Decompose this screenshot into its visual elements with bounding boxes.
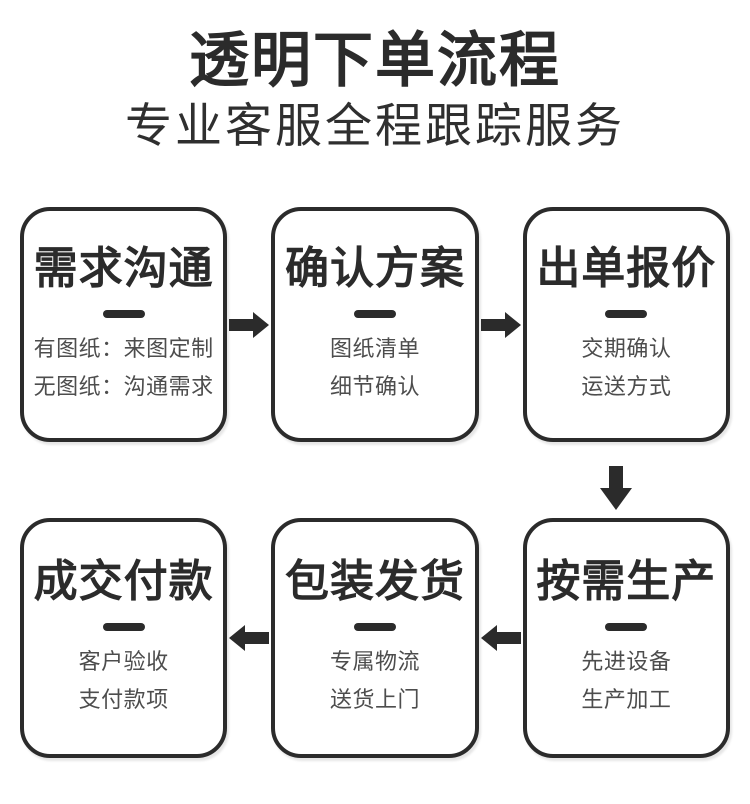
step-detail-line: 先进设备 xyxy=(581,649,672,674)
step-title: 按需生产 xyxy=(536,557,717,606)
row-transition xyxy=(20,442,730,518)
step-detail-line: 无图纸：沟通需求 xyxy=(33,373,214,399)
step-title: 需求沟通 xyxy=(33,243,214,293)
step-details: 图纸清单 细节确认 xyxy=(330,330,420,406)
page-subtitle: 专业客服全程跟踪服务 xyxy=(125,99,625,152)
step-title: 确认方案 xyxy=(284,243,465,293)
step-detail-line: 支付款项 xyxy=(78,687,169,712)
step-box-payment: 成交付款 客户验收 支付款项 xyxy=(20,518,228,758)
connector-cell xyxy=(600,466,632,510)
title-divider xyxy=(605,309,648,318)
step-detail-line: 生产加工 xyxy=(581,687,672,712)
arrow-right-icon xyxy=(480,311,521,338)
header: 透明下单流程 专业客服全程跟踪服务 xyxy=(0,0,750,153)
arrow-right-icon xyxy=(229,311,270,338)
arrow-left-icon xyxy=(480,625,521,651)
step-detail-line: 专属物流 xyxy=(329,649,420,674)
connector-cell xyxy=(227,207,271,442)
page-title: 透明下单流程 xyxy=(189,27,561,94)
step-details: 专属物流 送货上门 xyxy=(330,643,420,719)
arrow-left-icon xyxy=(229,625,270,651)
step-box-quotation: 出单报价 交期确认 运送方式 xyxy=(522,207,730,442)
step-box-requirements: 需求沟通 有图纸：来图定制 无图纸：沟通需求 xyxy=(20,207,228,442)
step-box-packing-shipping: 包装发货 专属物流 送货上门 xyxy=(271,518,479,758)
step-title: 成交付款 xyxy=(33,557,214,606)
step-title: 出单报价 xyxy=(536,243,717,293)
step-detail-line: 客户验收 xyxy=(78,649,169,674)
step-detail-line: 送货上门 xyxy=(329,687,420,712)
step-details: 客户验收 支付款项 xyxy=(79,643,169,719)
title-divider xyxy=(353,309,396,318)
step-details: 交期确认 运送方式 xyxy=(581,330,671,406)
connector-cell xyxy=(479,518,523,758)
arrow-down-icon xyxy=(600,466,632,510)
step-detail-line: 交期确认 xyxy=(581,335,672,361)
flow-row-top: 需求沟通 有图纸：来图定制 无图纸：沟通需求 确认方案 图纸清单 细节确认 xyxy=(20,207,730,442)
step-box-production: 按需生产 先进设备 生产加工 xyxy=(522,518,730,758)
step-box-confirm-plan: 确认方案 图纸清单 细节确认 xyxy=(271,207,479,442)
title-divider xyxy=(102,623,145,631)
title-divider xyxy=(605,623,648,631)
title-divider xyxy=(353,623,396,631)
connector-cell xyxy=(479,207,523,442)
connector-cell xyxy=(227,518,271,758)
step-details: 先进设备 生产加工 xyxy=(581,643,671,719)
step-details: 有图纸：来图定制 无图纸：沟通需求 xyxy=(34,330,214,406)
step-detail-line: 有图纸：来图定制 xyxy=(33,335,214,361)
step-title: 包装发货 xyxy=(284,557,465,606)
flow-row-bottom: 成交付款 客户验收 支付款项 包装发货 专属物流 送货上门 xyxy=(20,518,730,758)
step-detail-line: 运送方式 xyxy=(581,373,672,399)
title-divider xyxy=(102,309,145,318)
flow-diagram: 需求沟通 有图纸：来图定制 无图纸：沟通需求 确认方案 图纸清单 细节确认 xyxy=(0,207,750,758)
step-detail-line: 图纸清单 xyxy=(329,335,420,361)
step-detail-line: 细节确认 xyxy=(329,373,420,399)
